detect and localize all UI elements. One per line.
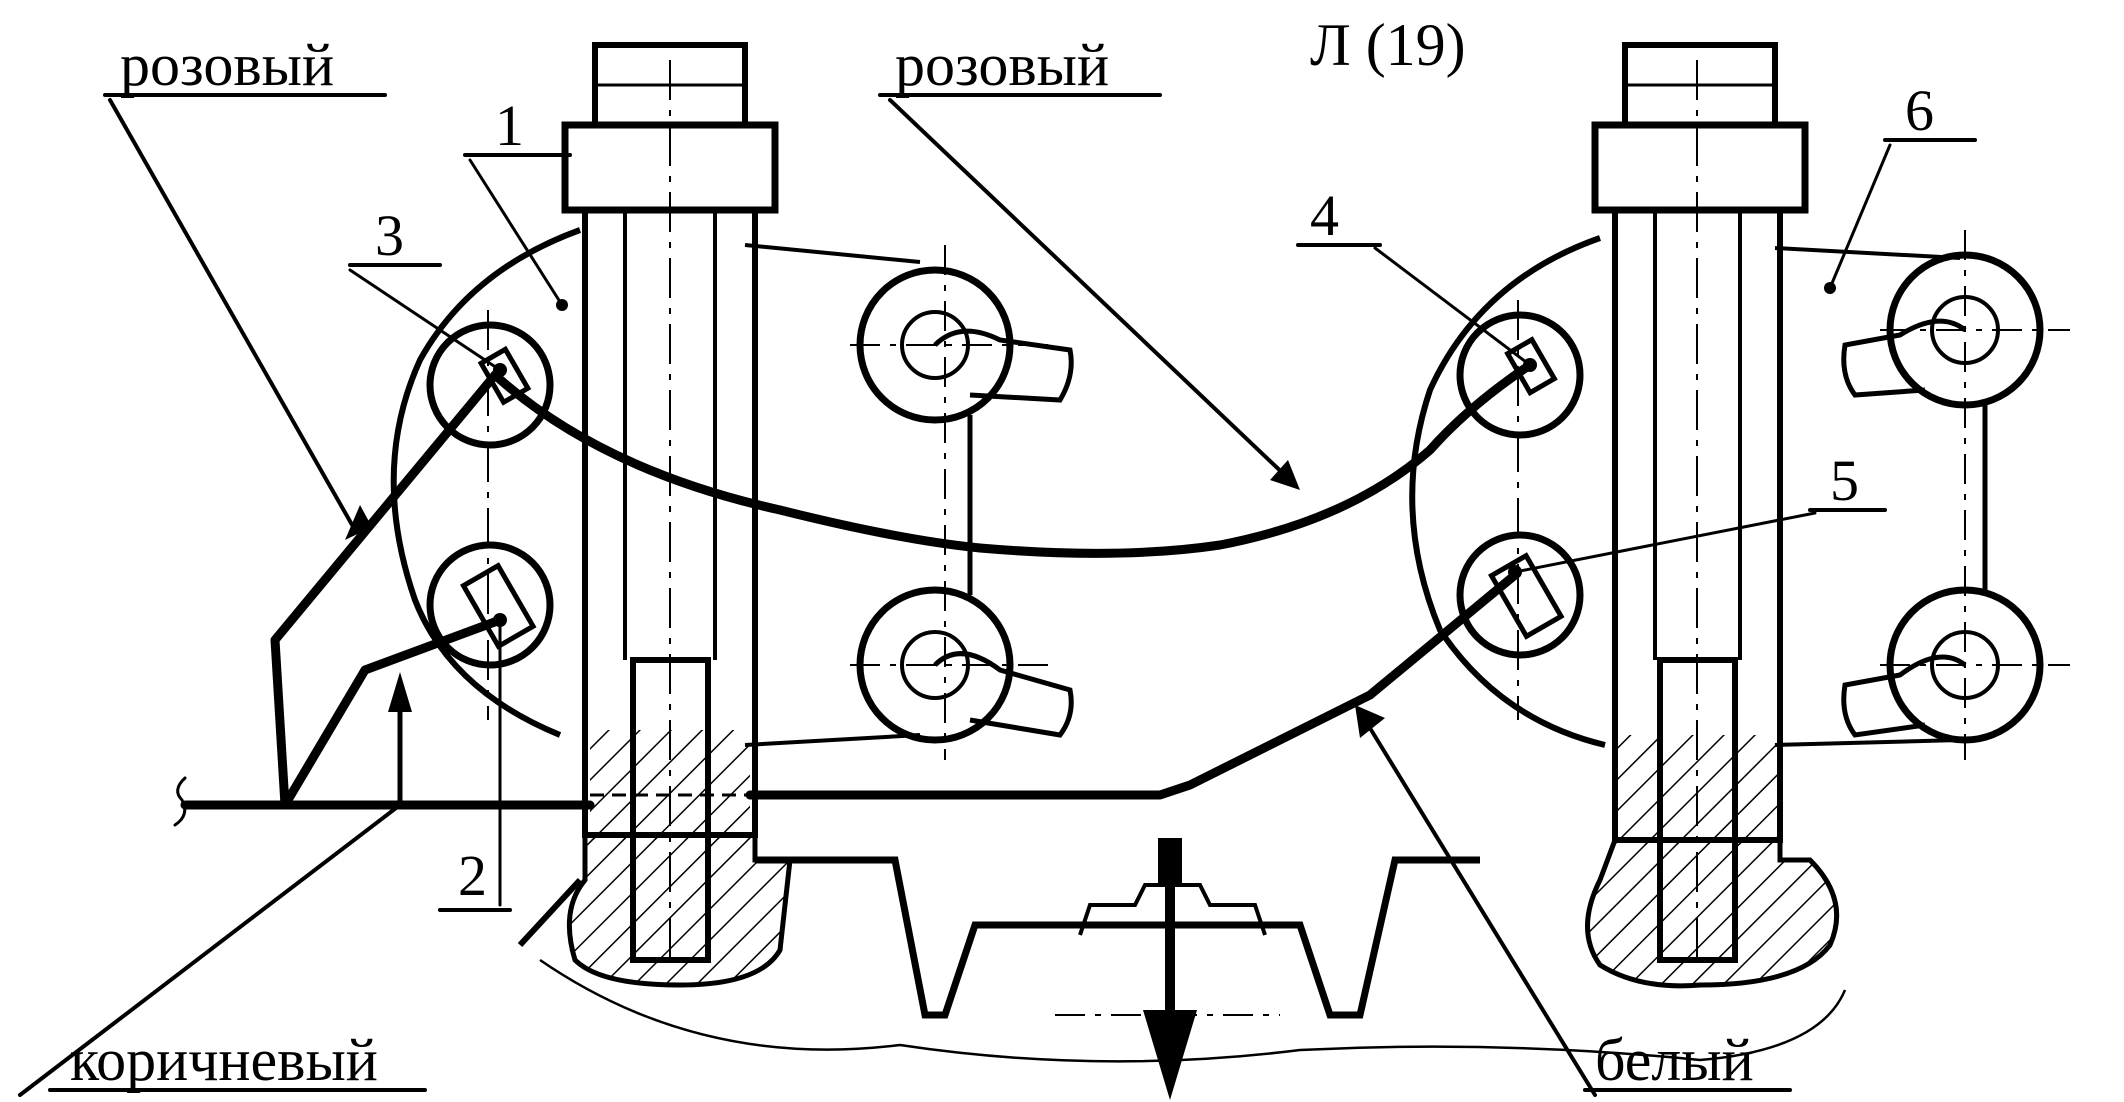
- right-upper-lug-cable: [1841, 318, 1967, 398]
- right-housing-top-edge: [1774, 246, 1961, 260]
- leader-brown: [18, 803, 402, 1097]
- leader-white-arrow-icon: [1355, 705, 1385, 738]
- label-part-4: 4: [1310, 183, 1339, 248]
- right-nut: [1591, 121, 1809, 214]
- leader-5: [1513, 511, 1817, 574]
- leader-white: [1363, 718, 1597, 1097]
- leader-pink-center-arrow-icon: [1270, 460, 1300, 490]
- left-terminal-block: [390, 42, 1074, 988]
- header-label: Л (19): [1310, 12, 1466, 78]
- center-mount-profile: [755, 856, 1480, 1019]
- label-pink-center: розовый: [895, 32, 1109, 98]
- right-lower-lug-cable: [1841, 654, 1967, 738]
- leader-pink-left-arrow-icon: [345, 505, 372, 540]
- right-base-foot: [1585, 837, 1840, 989]
- label-part-3: 3: [375, 203, 404, 268]
- wires: [173, 360, 1535, 827]
- label-white: белый: [1595, 1027, 1754, 1093]
- left-housing-outline: [390, 227, 582, 738]
- left-upper-lug-cable: [933, 328, 1074, 403]
- brown-arrow-head-icon: [388, 672, 412, 712]
- terminal-2-screw: [460, 562, 537, 650]
- wire-trunk-break: [173, 776, 187, 827]
- wire-pink-left: [270, 370, 500, 810]
- left-housing-bottom-edge: [744, 733, 921, 747]
- leader-6: [1828, 143, 1892, 290]
- down-arrow-cap: [1158, 838, 1182, 885]
- leader-4: [1373, 246, 1532, 367]
- wire-pink-center: [490, 360, 1535, 558]
- terminal-5: [1456, 531, 1584, 659]
- right-housing-outline: [1409, 235, 1606, 748]
- label-brown: коричневый: [70, 1027, 378, 1093]
- left-hatch-insert: [590, 730, 750, 840]
- leader-pink-center: [888, 98, 1292, 482]
- left-ground-stub: [517, 877, 583, 948]
- terminal-2: [426, 541, 554, 669]
- left-base-foot: [566, 832, 793, 988]
- labels: Л (19) розовый розовый коричневый белый …: [70, 12, 1934, 1093]
- label-part-2: 2: [458, 843, 487, 908]
- right-terminal-block: [1409, 42, 2070, 989]
- label-part-1: 1: [495, 93, 524, 158]
- leader-3: [348, 268, 502, 372]
- left-housing-top-edge: [744, 243, 921, 264]
- label-part-6: 6: [1905, 78, 1934, 143]
- leader-1: [468, 158, 564, 307]
- ground-break-line: [539, 958, 1847, 1063]
- wire-white: [745, 570, 1520, 800]
- wire-pink-left-fork: [280, 615, 505, 810]
- down-arrow-head-icon: [1143, 1010, 1197, 1100]
- center-mount: [517, 838, 1847, 1100]
- leaders: [18, 93, 1977, 1097]
- left-lower-lug-cable: [933, 651, 1074, 738]
- leader-pink-left: [108, 98, 357, 532]
- right-hatch-insert: [1618, 735, 1778, 845]
- right-housing-bottom-edge: [1774, 738, 1961, 747]
- terminal-3: [426, 321, 554, 449]
- label-pink-left: розовый: [120, 32, 334, 98]
- terminal-5-screw: [1488, 552, 1565, 640]
- label-part-5: 5: [1830, 448, 1859, 513]
- terminal-4: [1456, 311, 1584, 439]
